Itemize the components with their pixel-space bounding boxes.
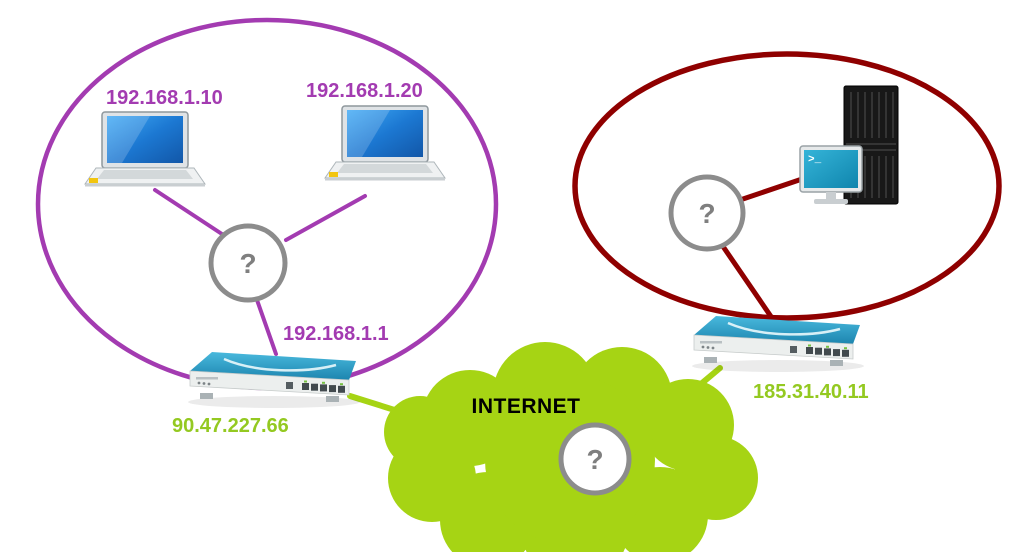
laptop-1-ip-label: 192.168.1.10 <box>106 87 223 109</box>
router-2-public-ip-label: 185.31.40.11 <box>753 381 869 403</box>
question-node-right-mark: ? <box>698 198 715 229</box>
lan-right-network: >_ ? 185.31.40.11 <box>572 51 1002 428</box>
laptop-2 <box>324 105 446 182</box>
question-node-left-mark: ? <box>239 248 256 279</box>
question-node-internet-circle <box>558 422 632 496</box>
lan-right-boundary <box>572 51 1002 321</box>
question-node-right-circle <box>668 174 746 252</box>
link-node-server <box>737 174 811 203</box>
server-host: >_ <box>799 85 899 205</box>
link-node-router2 <box>719 242 775 321</box>
laptop-2-ip-label: 192.168.1.20 <box>306 80 423 102</box>
link-laptop1-node <box>153 188 230 240</box>
question-node-left-circle <box>208 223 288 303</box>
laptop-1 <box>84 111 206 188</box>
internet-label: INTERNET <box>472 395 581 418</box>
lan-left-network: ? 192.168.1.10 192.168.1.20 192.168.1.1 … <box>35 17 499 437</box>
cloud-shape <box>384 342 758 552</box>
router-1-public-ip-label: 90.47.227.66 <box>172 415 289 437</box>
link-laptop2-node <box>284 194 367 242</box>
server-monitor: >_ <box>799 145 863 204</box>
link-node-router1 <box>255 298 278 356</box>
firewall-router-2 <box>690 314 866 374</box>
gateway-ip-label: 192.168.1.1 <box>283 323 389 345</box>
firewall-router-1 <box>186 350 362 410</box>
monitor-terminal-prompt: >_ <box>808 154 822 166</box>
internet-cloud: INTERNET ? <box>384 342 758 552</box>
question-node-internet-mark: ? <box>586 444 603 475</box>
